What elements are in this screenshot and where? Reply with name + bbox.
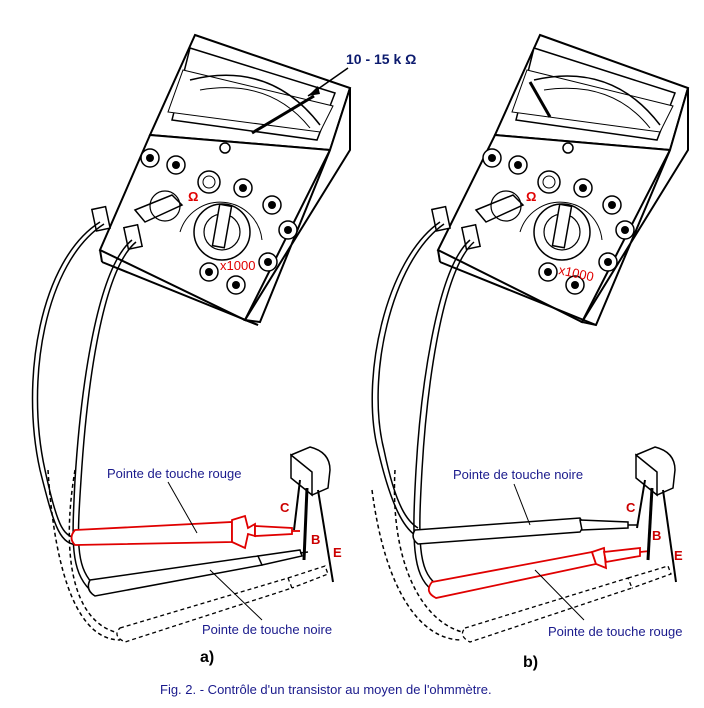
red-probe-b: [427, 546, 651, 599]
black-probe-b: [412, 517, 638, 545]
jack-a-3: [233, 178, 253, 198]
jack-a-1: [140, 148, 160, 168]
jack-a-2: [166, 155, 186, 175]
test-leads-b: [371, 221, 475, 641]
ohm-reading-a: 10 - 15 k Ω: [346, 51, 416, 67]
selector-switch-a: [133, 190, 184, 223]
multimeter-b: [430, 33, 690, 327]
red-probe-a: [70, 514, 300, 550]
upper-probe-label-b: Pointe de touche noire: [453, 467, 583, 482]
figure-caption: Fig. 2. - Contrôle d'un transistor au mo…: [160, 682, 492, 697]
jack-a-5: [278, 220, 298, 240]
lower-probe-label-a: Pointe de touche noire: [202, 622, 332, 637]
scale-arc-a: [189, 74, 321, 126]
test-leads-a: [31, 221, 137, 641]
pin-c-a: C: [280, 500, 290, 515]
jack-a-4: [262, 195, 282, 215]
alt-probe-b: [461, 565, 672, 643]
jack-b-8: [598, 252, 618, 272]
range-dial-b: [519, 201, 603, 261]
selector-mark-b: Ω: [526, 189, 536, 204]
jack-b-1: [482, 148, 502, 168]
pin-c-b: C: [626, 500, 636, 515]
multimeter-a: [90, 33, 352, 326]
alt-probe-a: [116, 565, 329, 643]
range-label-a: x1000: [220, 258, 255, 273]
jack-a-8: [258, 252, 278, 272]
sublabel-b: b): [523, 654, 538, 671]
jack-b-6: [538, 262, 558, 282]
pin-e-b: E: [674, 548, 683, 563]
pin-b-b: B: [652, 528, 661, 543]
jack-b-3: [573, 178, 593, 198]
pin-b-a: B: [311, 532, 320, 547]
lower-probe-label-b: Pointe de touche rouge: [548, 624, 682, 639]
selector-switch-b: [474, 190, 525, 223]
transistor-a: [289, 446, 334, 583]
scale-arc-b: [533, 75, 661, 126]
range-dial-a: [179, 201, 263, 261]
transistor-b: [634, 446, 677, 583]
jack-a-7: [226, 275, 246, 295]
jack-b-4: [602, 195, 622, 215]
pin-e-a: E: [333, 545, 342, 560]
selector-mark-a: Ω: [188, 189, 198, 204]
jack-b-2: [508, 155, 528, 175]
upper-probe-label-a: Pointe de touche rouge: [107, 466, 241, 481]
needle-b: [528, 81, 552, 118]
needle-a: [251, 94, 315, 135]
black-probe-a: [87, 549, 309, 597]
jack-a-6: [199, 262, 219, 282]
sublabel-a: a): [200, 649, 214, 666]
range-label-b: x1000: [557, 262, 595, 284]
jack-b-5: [615, 220, 635, 240]
